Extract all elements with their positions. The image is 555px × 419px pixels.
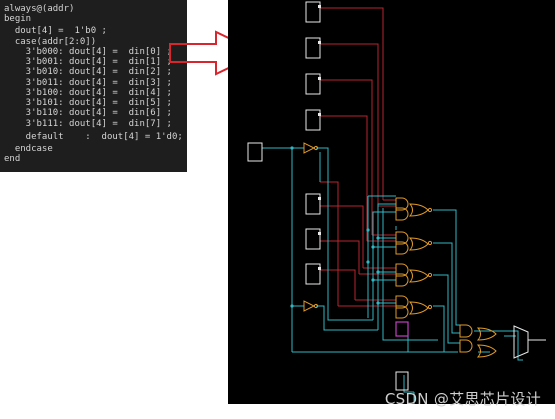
code-line: always@(addr) [4,4,75,14]
code-line: 3'b100: dout[4] = din[4] ; [4,88,172,98]
watermark-text: CSDN @艾思芯片设计 [384,390,541,408]
code-line: begin [4,14,32,24]
code-line: 3'b111: dout[4] = din[7] ; [4,119,172,129]
code-line: dout[4] = 1'b0 ; [4,26,107,36]
input-pin-markers [318,5,321,270]
rtl-schematic-canvas [228,0,555,404]
inverter-gates [303,142,319,312]
mux-gate-array [395,197,497,358]
code-line: case(addr[2:0]) [4,37,97,47]
code-line: 3'b010: dout[4] = din[2] ; [4,67,172,77]
wire-junctions [290,146,380,308]
code-line: 3'b011: dout[4] = din[3] ; [4,78,172,88]
code-line: 3'b101: dout[4] = din[5] ; [4,98,172,108]
register-cells [247,1,409,391]
code-line: 3'b110: dout[4] = din[6] ; [4,108,172,118]
code-line: default : dout[4] = 1'd0; [4,132,183,142]
red-wire-group [320,7,396,307]
output-mux [513,325,546,359]
code-line: 3'b001: dout[4] = din[1] ; [4,57,172,67]
cyan-wire-group [262,147,546,404]
code-editor-panel: always@(addr) begin dout[4] = 1'b0 ; cas… [0,0,187,172]
code-line: end [4,154,21,164]
selected-cell [395,321,409,337]
code-line: endcase [4,144,53,154]
code-line: 3'b000: dout[4] = din[0] ; [4,47,172,57]
